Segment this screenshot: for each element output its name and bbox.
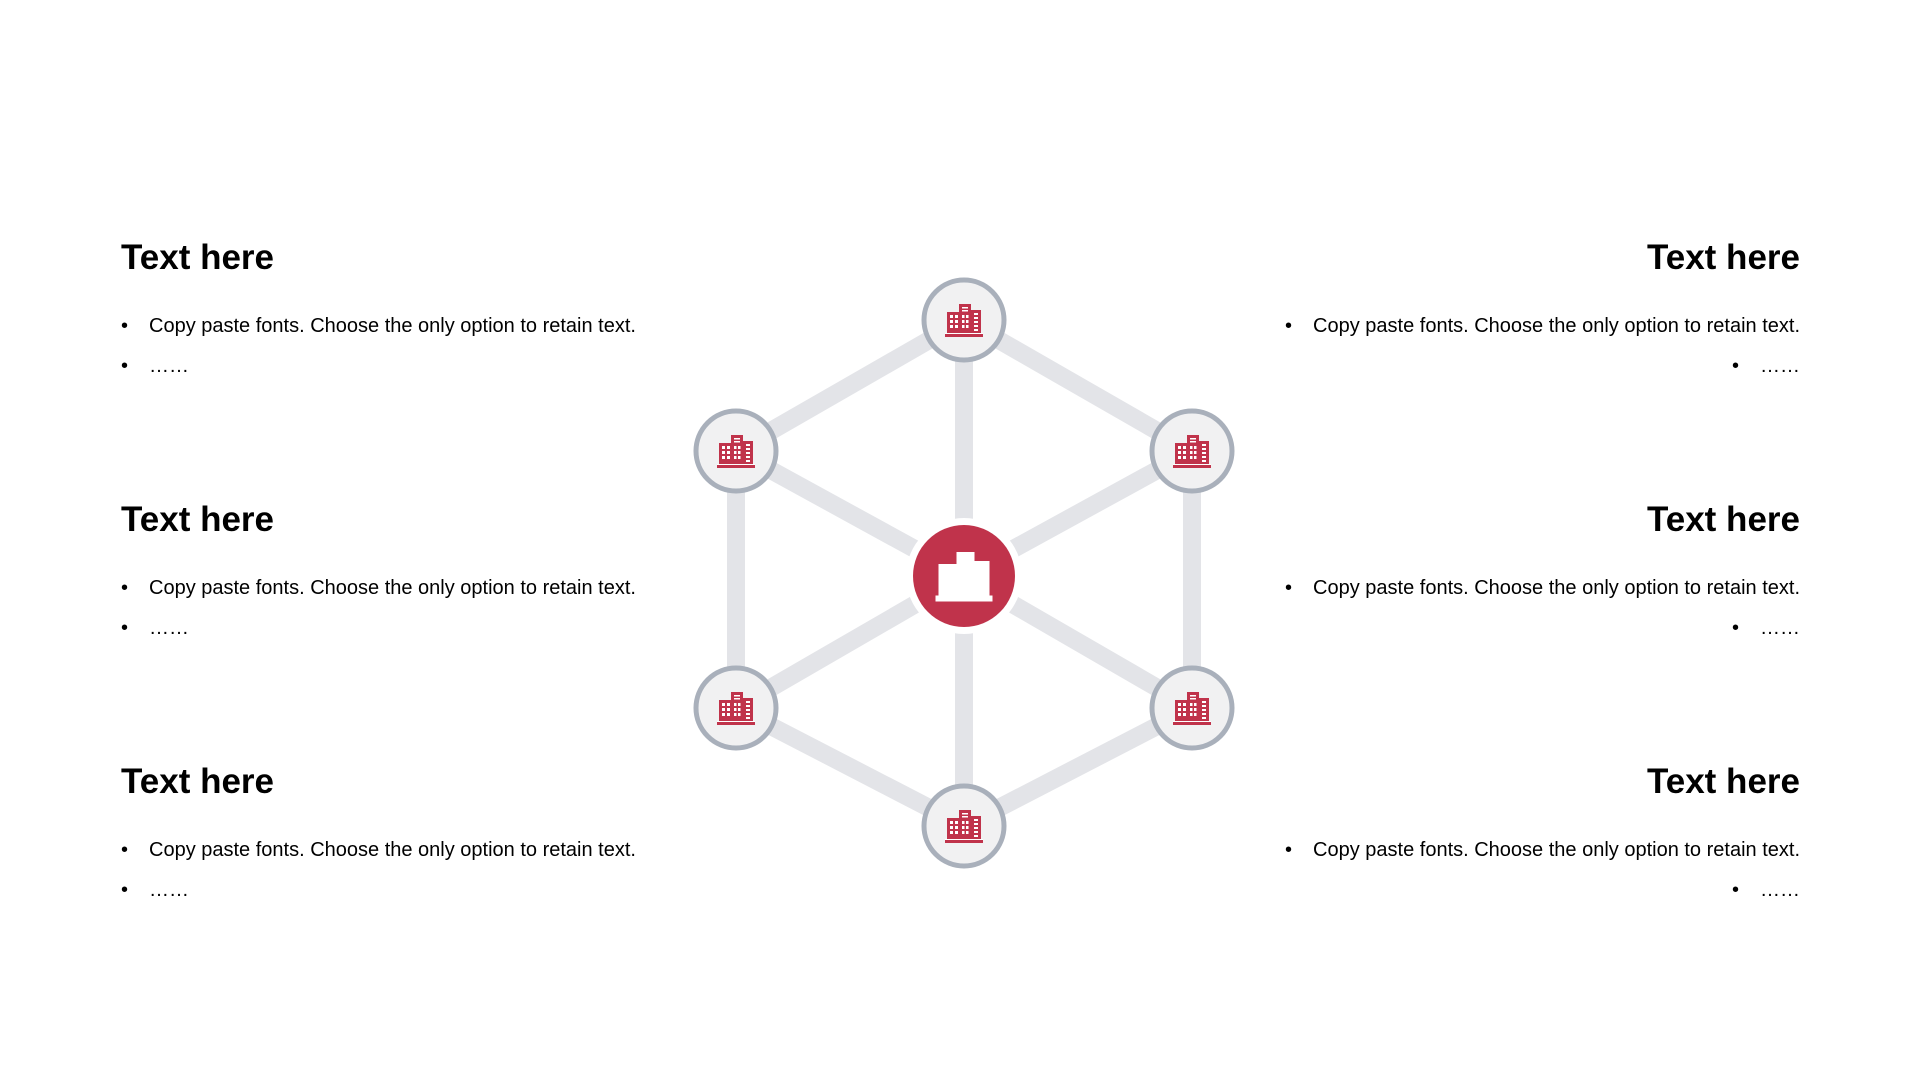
bullet-list: •Copy paste fonts. Choose the only optio… [1240, 306, 1800, 386]
link-edge [959, 700, 1197, 834]
text-block-right-1: Text here •Copy paste fonts. Choose the … [1240, 236, 1800, 386]
text-block-right-3: Text here •Copy paste fonts. Choose the … [1240, 760, 1800, 910]
bullet-text: Copy paste fonts. Choose the only option… [1313, 577, 1800, 599]
bullet-text: Copy paste fonts. Choose the only option… [149, 839, 636, 861]
text-block-right-2: Text here •Copy paste fonts. Choose the … [1240, 498, 1800, 648]
outer-node-bottom [921, 783, 1007, 869]
link-edge [959, 312, 1197, 459]
block-title: Text here [1646, 762, 1800, 801]
bullet-text: Copy paste fonts. Choose the only option… [149, 577, 636, 599]
block-title: Text here [121, 238, 275, 277]
bullet-text: …… [149, 879, 189, 901]
list-item: •Copy paste fonts. Choose the only optio… [121, 315, 636, 337]
list-item: •…… [121, 617, 189, 639]
bullet-list: •Copy paste fonts. Choose the only optio… [121, 830, 681, 910]
list-item: •Copy paste fonts. Choose the only optio… [1285, 315, 1800, 337]
bullet-text: Copy paste fonts. Choose the only option… [1313, 839, 1800, 861]
bullet-list: •Copy paste fonts. Choose the only optio… [1240, 830, 1800, 910]
list-item: •Copy paste fonts. Choose the only optio… [1285, 577, 1800, 599]
bullet-text: …… [1760, 617, 1800, 639]
list-item: •Copy paste fonts. Choose the only optio… [121, 839, 636, 861]
bullet-list: •Copy paste fonts. Choose the only optio… [121, 306, 681, 386]
text-block-left-2: Text here •Copy paste fonts. Choose the … [121, 498, 681, 648]
block-title: Text here [121, 500, 275, 539]
block-title: Text here [1646, 238, 1800, 277]
list-item: •…… [121, 355, 189, 377]
list-item: •…… [1732, 879, 1800, 901]
bullet-text: …… [149, 617, 189, 639]
list-item: •…… [121, 879, 189, 901]
outer-node-upper-left [693, 408, 779, 494]
list-item: •Copy paste fonts. Choose the only optio… [1285, 839, 1800, 861]
bullet-list: •Copy paste fonts. Choose the only optio… [121, 568, 681, 648]
link-edge [731, 312, 969, 459]
text-block-left-1: Text here •Copy paste fonts. Choose the … [121, 236, 681, 386]
outer-node-lower-left [693, 665, 779, 751]
list-item: •…… [1732, 617, 1800, 639]
link-edge [731, 700, 969, 834]
bullet-text: …… [1760, 879, 1800, 901]
block-title: Text here [1646, 500, 1800, 539]
block-title: Text here [121, 762, 275, 801]
outer-node-lower-right [1149, 665, 1235, 751]
bullet-text: Copy paste fonts. Choose the only option… [149, 315, 636, 337]
center-node [906, 518, 1022, 634]
list-item: •…… [1732, 355, 1800, 377]
bullet-text: Copy paste fonts. Choose the only option… [1313, 315, 1800, 337]
bullet-text: …… [149, 355, 189, 377]
outer-node-top [921, 277, 1007, 363]
bullet-text: …… [1760, 355, 1800, 377]
text-block-left-3: Text here •Copy paste fonts. Choose the … [121, 760, 681, 910]
bullet-list: •Copy paste fonts. Choose the only optio… [1240, 568, 1800, 648]
outer-node-upper-right [1149, 408, 1235, 494]
list-item: •Copy paste fonts. Choose the only optio… [121, 577, 636, 599]
